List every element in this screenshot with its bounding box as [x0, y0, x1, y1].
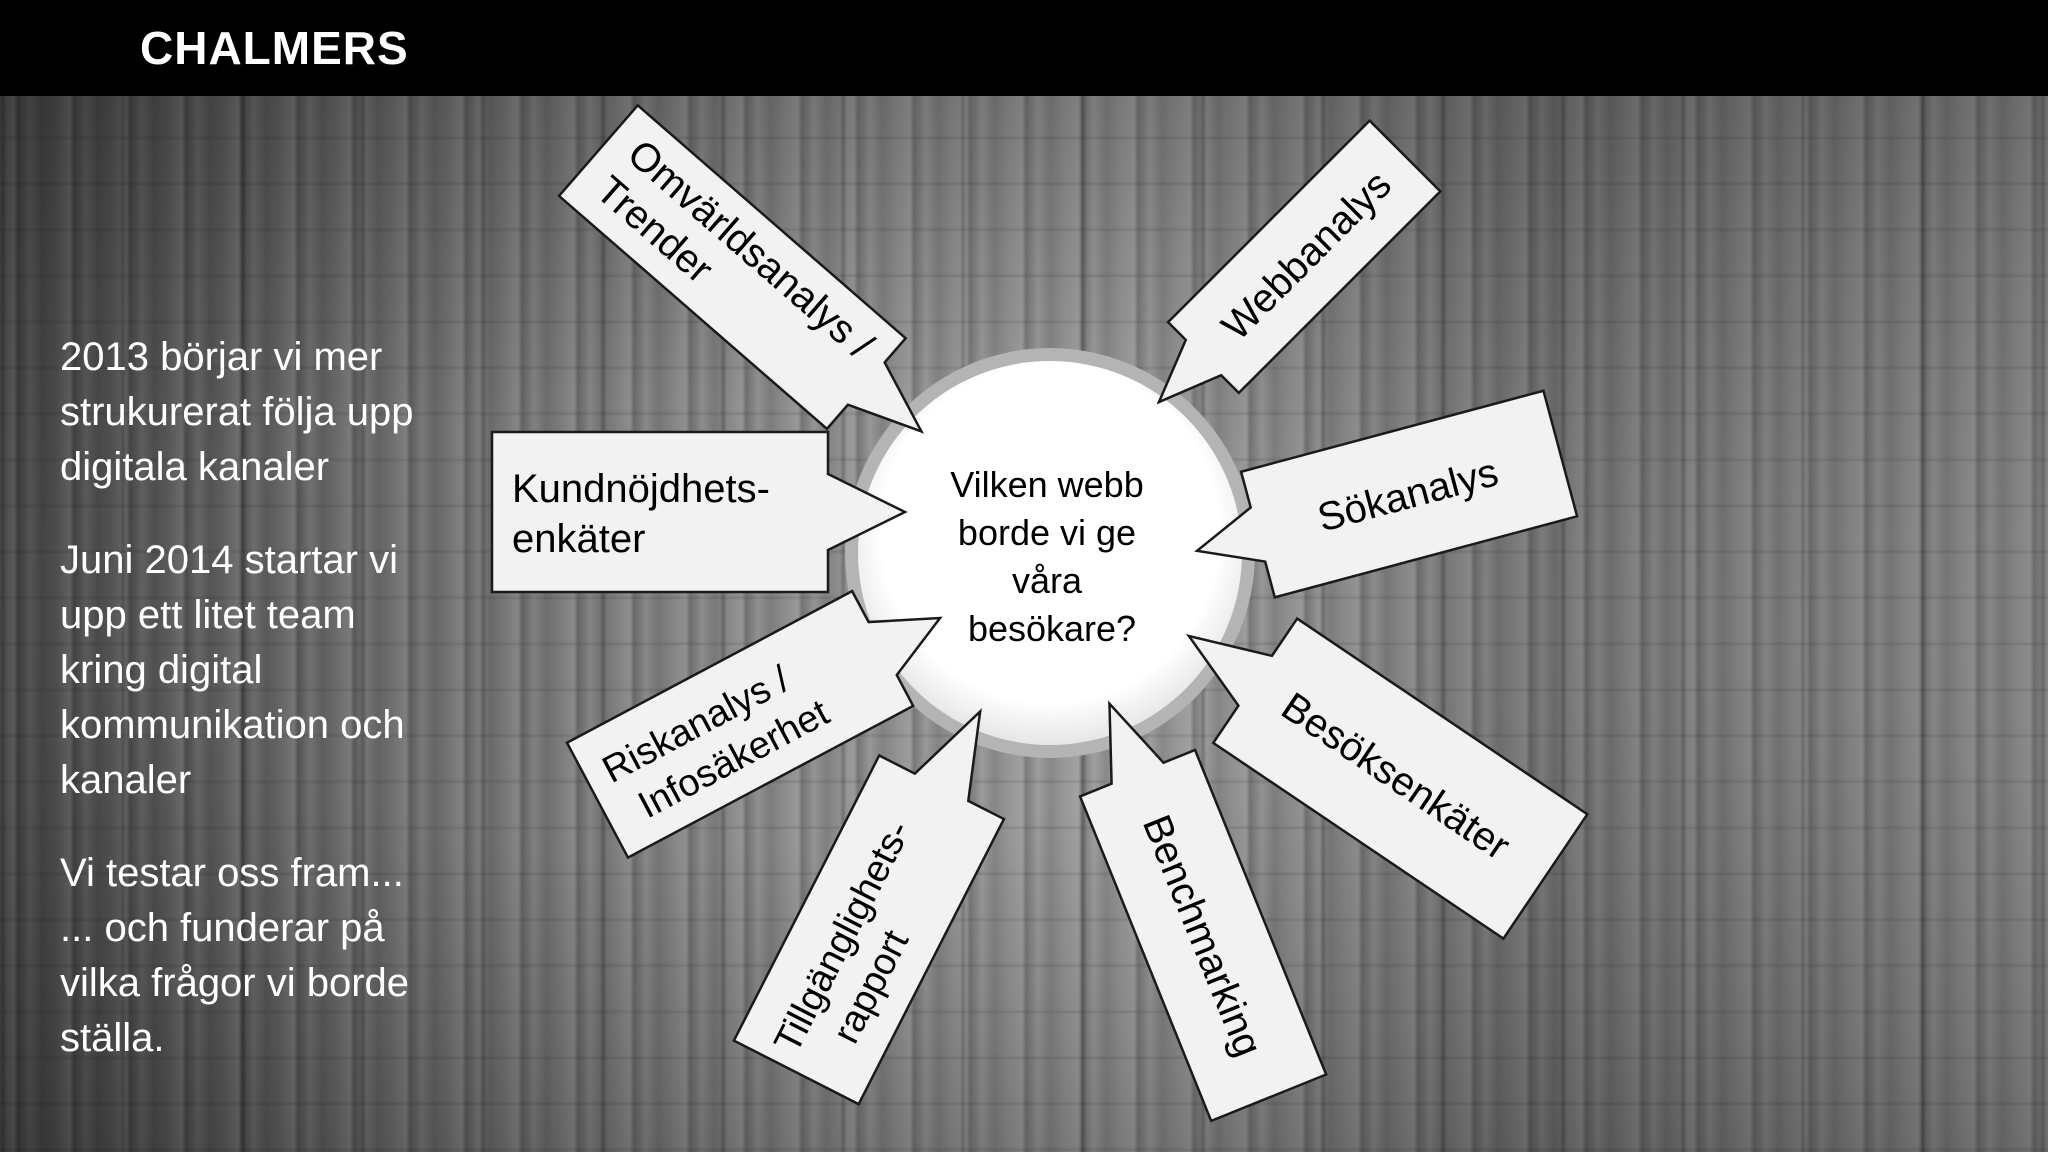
paragraph-3: Vi testar oss fram... ... och funderar p…: [60, 846, 480, 1066]
paragraph-1: 2013 börjar vi mer strukurerat följa upp…: [60, 330, 480, 495]
text-line: upp ett litet team: [60, 593, 356, 637]
box-omvarldsanalys: Omvärldsanalys / Trender: [557, 103, 925, 434]
text-line: kanaler: [60, 758, 192, 802]
text-line: digitala kanaler: [60, 445, 330, 489]
center-text-line: våra: [1012, 560, 1083, 601]
center-circle: Vilken webb borde vi ge våra besökare?: [845, 348, 1255, 758]
center-circle-fill: [858, 361, 1242, 745]
svg-text:Vilken webb borde vi ge: Vilken webb borde vi ge våra besökare?: [950, 464, 1153, 649]
text-line: Vi testar oss fram...: [60, 851, 404, 895]
box-tillganglighet: Tillgänglighets- rapport: [732, 708, 1006, 1106]
box-kundnojdhet: Kundnöjdhets- enkäter: [490, 430, 908, 594]
paragraph-2: Juni 2014 startar vi upp ett litet team …: [60, 533, 480, 808]
left-text-panel: 2013 börjar vi mer strukurerat följa upp…: [60, 330, 480, 1104]
chalmers-logo: CHALMERS: [140, 22, 409, 74]
center-text-line: borde vi ge: [958, 512, 1136, 553]
text-line: vilka frågor vi borde: [60, 961, 410, 1005]
center-text-line: besökare?: [968, 608, 1136, 649]
text-line: Juni 2014 startar vi: [60, 538, 398, 582]
box-sokanalys: Sökanalys: [1194, 389, 1579, 599]
text-line: 2013 börjar vi mer: [60, 335, 383, 379]
text-line: kommunikation och: [60, 703, 405, 747]
header-bar: CHALMERS: [0, 0, 2048, 96]
center-text-line: Vilken webb: [950, 464, 1143, 505]
text-line: ställa.: [60, 1016, 165, 1060]
box-text-line: enkäter: [512, 517, 645, 561]
text-line: kring digital: [60, 648, 263, 692]
box-webbanalys: Webbanalys: [1156, 118, 1443, 405]
svg-text:Kundnöjdhets- enkäter: Kundnöjdhets- enkäter: [512, 467, 781, 561]
text-line: ... och funderar på: [60, 906, 385, 950]
text-line: strukurerat följa upp: [60, 390, 414, 434]
box-text-line: Kundnöjdhets-: [512, 467, 770, 511]
box-riskanalys: Riskanalys / Infosäkerhet: [565, 589, 943, 860]
